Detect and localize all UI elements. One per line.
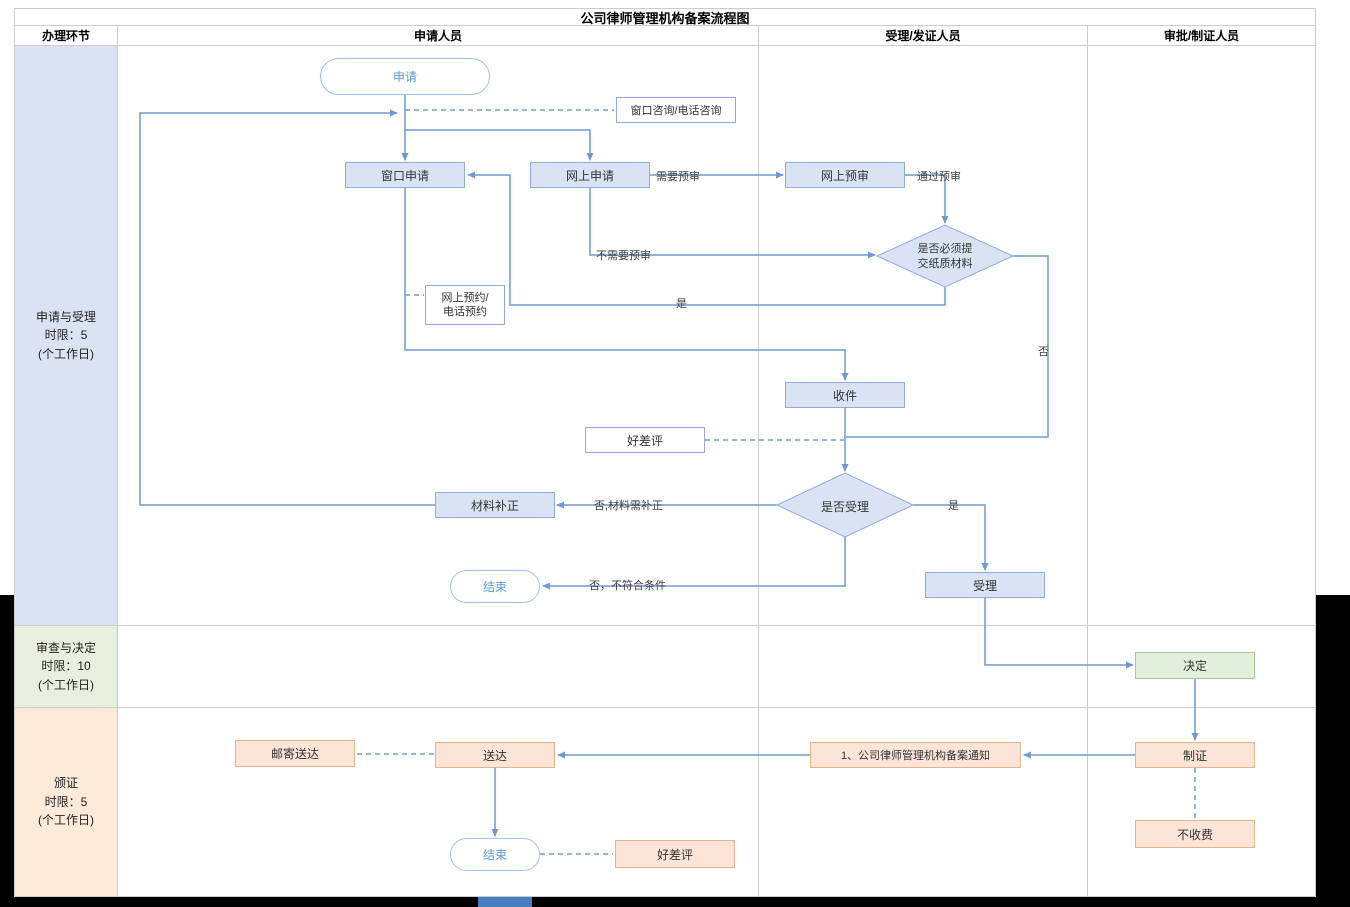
node-reserve: 网上预约/ 电话预约 bbox=[425, 285, 505, 325]
row-label-cell-review: 审查与决定 时限：10 (个工作日) bbox=[14, 625, 118, 708]
edge-label-yes-accept: 是 bbox=[948, 500, 959, 512]
row-label-apply: 申请与受理 时限：5 (个工作日) bbox=[35, 309, 96, 361]
node-receive: 收件 bbox=[785, 382, 905, 408]
edge-label-no-reject: 否，不符合条件 bbox=[589, 580, 666, 592]
node-make-cert: 制证 bbox=[1135, 742, 1255, 768]
diamond-accept-question-label: 是否受理 bbox=[820, 500, 869, 514]
edge-label-no-need-review: 不需要预审 bbox=[596, 250, 651, 262]
lane-cell-r2c1 bbox=[117, 625, 759, 708]
node-end1: 结束 bbox=[450, 570, 540, 603]
node-window-apply: 窗口申请 bbox=[345, 162, 465, 188]
column-header-acceptor: 受理/发证人员 bbox=[758, 25, 1088, 46]
diagram-title: 公司律师管理机构备案流程图 bbox=[14, 8, 1316, 26]
node-no-fee: 不收费 bbox=[1135, 820, 1255, 848]
edge-label-yes-paper: 是 bbox=[676, 298, 687, 310]
node-start: 申请 bbox=[320, 58, 490, 95]
column-header-applicant: 申请人员 bbox=[117, 25, 759, 46]
lane-cell-r3c3 bbox=[1087, 707, 1316, 897]
node-material-fix: 材料补正 bbox=[435, 492, 555, 518]
node-online-apply: 网上申请 bbox=[530, 162, 650, 188]
column-header-process-step: 办理环节 bbox=[14, 25, 118, 46]
node-notice: 1、公司律师管理机构备案通知 bbox=[810, 742, 1021, 768]
row-label-cell-certify: 颁证 时限：5 (个工作日) bbox=[14, 707, 118, 897]
lane-cell-r3c1 bbox=[117, 707, 759, 897]
node-deliver: 送达 bbox=[435, 742, 555, 768]
node-accept: 受理 bbox=[925, 572, 1045, 598]
node-online-review: 网上预审 bbox=[785, 162, 905, 188]
diamond-paper-required-label: 是否必须提 交纸质材料 bbox=[917, 243, 973, 270]
row-label-certify: 颁证 时限：5 (个工作日) bbox=[38, 776, 94, 828]
row-label-cell-apply: 申请与受理 时限：5 (个工作日) bbox=[14, 45, 118, 626]
lane-cell-r3c2 bbox=[758, 707, 1088, 897]
bottom-blue-bar bbox=[478, 897, 532, 907]
node-mail-deliver: 邮寄送达 bbox=[235, 740, 355, 767]
edge-label-no-paper: 否 bbox=[1038, 346, 1049, 358]
lane-cell-r2c2 bbox=[758, 625, 1088, 708]
column-header-approver: 审批/制证人员 bbox=[1087, 25, 1316, 46]
lane-cell-r1c1 bbox=[117, 45, 759, 626]
edge-label-need-review: 需要预审 bbox=[656, 171, 700, 183]
row-label-review: 审查与决定 时限：10 (个工作日) bbox=[35, 640, 96, 692]
edge-label-pass-review: 通过预审 bbox=[917, 171, 961, 183]
node-consult: 窗口咨询/电话咨询 bbox=[616, 97, 736, 123]
node-decide: 决定 bbox=[1135, 652, 1255, 679]
node-rating2: 好差评 bbox=[615, 840, 735, 868]
edge-label-no-fix: 否,材料需补正 bbox=[594, 500, 664, 512]
lane-cell-r1c2 bbox=[758, 45, 1088, 626]
lane-cell-r1c3 bbox=[1087, 45, 1316, 626]
node-end2: 结束 bbox=[450, 838, 540, 871]
node-rating1: 好差评 bbox=[585, 427, 705, 453]
